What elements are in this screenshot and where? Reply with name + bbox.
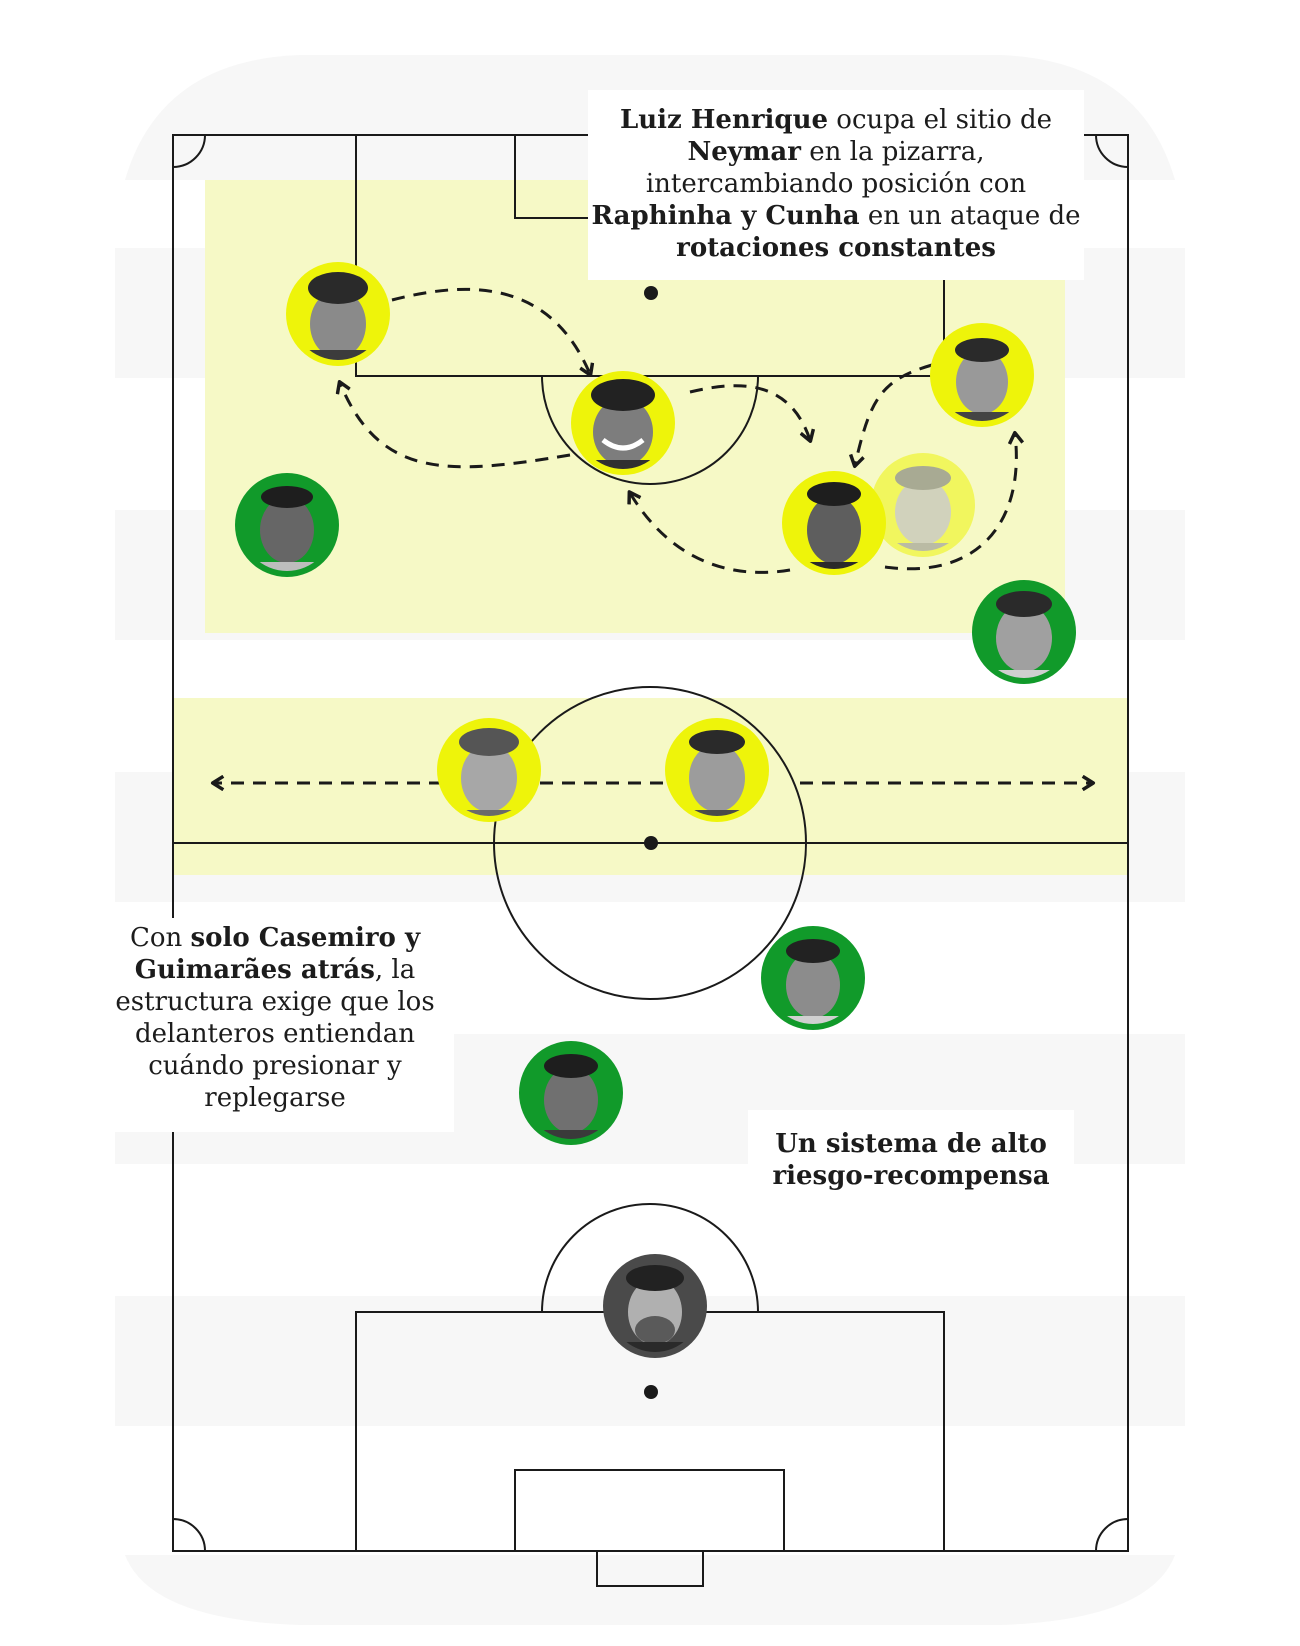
arrow-neymar-to-raphinha	[884, 434, 1016, 571]
player-neymar	[871, 453, 975, 557]
pitch-spots	[644, 286, 658, 1399]
annotation-bold: rotaciones constantes	[676, 233, 996, 263]
annotation-risk-reward: Un sistema de alto riesgo-recompensa	[748, 1110, 1074, 1200]
player-alisson	[603, 1254, 707, 1358]
annotation-casemiro-guimaraes: Con solo Casemiro y Guimarães atrás, la …	[96, 918, 454, 1132]
player-danilo	[972, 580, 1076, 684]
player-guimaraes	[437, 718, 541, 822]
arrow-cunha-to-left	[340, 383, 571, 469]
player-photo-icon	[779, 939, 847, 1024]
annotation-bold: Neymar	[687, 137, 801, 167]
player-alex-sandro	[235, 473, 339, 577]
player-casemiro	[665, 718, 769, 822]
annotation-bold: Raphinha y Cunha	[591, 201, 860, 231]
player-photo-icon	[890, 466, 956, 551]
player-photo-icon	[306, 272, 370, 360]
player-marquinhos	[761, 926, 865, 1030]
player-vinicius	[286, 262, 390, 366]
player-photo-icon	[683, 730, 751, 816]
annotation-text: Con	[129, 923, 191, 953]
players	[235, 262, 1076, 1358]
player-raphinha	[930, 323, 1034, 427]
player-photo-icon	[537, 1054, 605, 1139]
player-gabriel	[519, 1041, 623, 1145]
player-photo-icon	[590, 379, 656, 469]
arrow-luiz-back-to-cunha	[630, 493, 791, 574]
player-photo-icon	[252, 486, 322, 571]
player-photo-icon	[990, 591, 1058, 678]
player-photo-icon	[621, 1265, 689, 1352]
annotation-bold: solo Casemiro y Guimarães atrás	[134, 923, 421, 985]
player-luiz-henrique	[782, 471, 886, 575]
player-photo-icon	[950, 338, 1014, 421]
annotation-luiz-henrique: Luiz Henrique ocupa el sitio de Neymar e…	[588, 90, 1084, 280]
movement-arrows	[214, 287, 1092, 783]
player-photo-icon	[455, 728, 523, 816]
annotation-text: , la estructura exige que los delanteros…	[115, 955, 435, 1113]
player-photo-icon	[800, 482, 868, 569]
arrow-raphinha-to-luiz	[855, 363, 933, 465]
arrow-vinicius-to-center	[391, 287, 590, 374]
annotation-text: en un ataque de	[859, 201, 1081, 231]
annotation-bold: Luiz Henrique	[619, 105, 829, 135]
annotation-text: ocupa el sitio de	[828, 105, 1053, 135]
annotation-text: en la pizarra, intercambiando posición c…	[645, 137, 1027, 199]
arrow-cunha-to-luiz	[689, 384, 810, 440]
player-cunha	[571, 371, 675, 475]
